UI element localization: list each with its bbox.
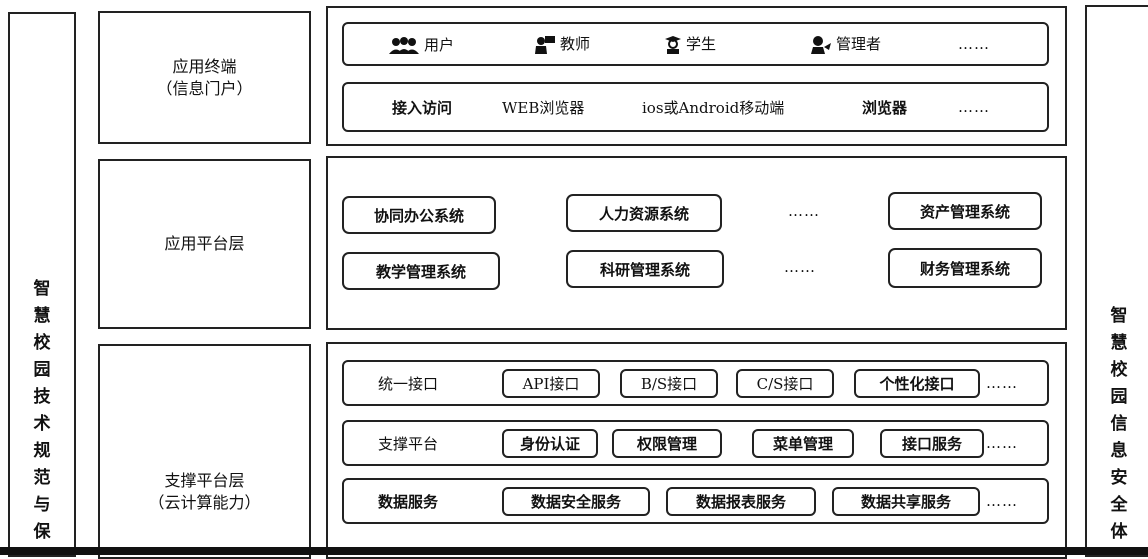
support-item: C/S接口 xyxy=(736,368,834,398)
support-item: 数据报表服务 xyxy=(666,486,816,516)
left-side-label-char: 保 xyxy=(33,522,51,542)
left-side-label-char: 规 xyxy=(33,441,51,461)
support-row: 数据服务 数据安全服务数据报表服务数据共享服务 …… xyxy=(342,478,1049,524)
system-box: 财务管理系统 xyxy=(888,248,1042,288)
right-side-label-char: 安 xyxy=(1110,468,1128,488)
system-box: 协同办公系统 xyxy=(342,196,496,234)
platform-layer-content: 协同办公系统 人力资源系统 …… 资产管理系统 教学管理系统 科研管理系统 ……… xyxy=(326,156,1067,330)
terminal-layer-title: 应用终端 xyxy=(172,56,237,76)
user-item-label: 教师 xyxy=(560,35,591,53)
terminal-layer-label-box: 应用终端 （信息门户） xyxy=(98,11,311,144)
support-item: 权限管理 xyxy=(612,428,722,458)
left-side-label-char: 范 xyxy=(33,468,51,488)
support-row-more: …… xyxy=(986,434,1018,452)
user-item-label: 用户 xyxy=(424,35,455,54)
left-side-label-char: 术 xyxy=(33,414,51,434)
support-row: 统一接口 API接口 B/S接口 C/S接口个性化接口 …… xyxy=(342,360,1049,406)
bottom-edge-bar xyxy=(0,547,1148,555)
platform-layer-title: 应用平台层 xyxy=(164,234,245,253)
right-side-label-char: 校 xyxy=(1110,360,1128,380)
left-side-label-char: 园 xyxy=(33,360,51,380)
right-side-label-char: 息 xyxy=(1110,441,1128,461)
support-row-more: …… xyxy=(986,374,1018,392)
system-box: 科研管理系统 xyxy=(566,250,724,288)
user-item-label: 学生 xyxy=(686,35,717,53)
left-side-label-char: 校 xyxy=(33,333,51,353)
systems-more: …… xyxy=(784,258,816,276)
user-item-admin: 管理者 xyxy=(810,33,881,55)
user-item-teacher: 教师 xyxy=(534,33,590,55)
right-side-label-char: 智 xyxy=(1110,306,1128,326)
left-side-label-char: 与 xyxy=(33,495,51,515)
terminal-layer-content: 用户 教师 学生 管理者 …… 接入访问 WEB浏览器 ios或Android移… xyxy=(326,6,1067,146)
access-more: …… xyxy=(958,98,990,116)
right-side-panel: 智慧校园信息安全体 xyxy=(1085,5,1148,557)
system-box: 资产管理系统 xyxy=(888,192,1042,230)
support-row-title: 数据服务 xyxy=(378,492,439,511)
users-icon xyxy=(389,36,419,54)
support-item: 接口服务 xyxy=(880,428,984,458)
support-layer-title: 支撑平台层 xyxy=(164,470,245,490)
access-row: 接入访问 WEB浏览器 ios或Android移动端 浏览器 …… xyxy=(342,82,1049,132)
access-web-browser: WEB浏览器 xyxy=(502,98,585,117)
platform-layer-label-box: 应用平台层 xyxy=(98,159,311,329)
support-row-title: 支撑平台 xyxy=(378,434,439,453)
admin-icon xyxy=(811,36,831,54)
support-item: B/S接口 xyxy=(620,368,718,398)
left-side-label-char: 智 xyxy=(33,279,51,299)
user-item-student: 学生 xyxy=(664,33,716,55)
support-row: 支撑平台 身份认证权限管理菜单管理接口服务…… xyxy=(342,420,1049,466)
support-layer-label-box: 支撑平台层 （云计算能力） xyxy=(98,344,311,559)
support-item: 个性化接口 xyxy=(854,368,980,398)
support-item: 菜单管理 xyxy=(752,428,854,458)
support-row-more: …… xyxy=(986,492,1018,510)
support-layer-subtitle: （云计算能力） xyxy=(148,492,261,512)
terminal-layer-subtitle: （信息门户） xyxy=(156,78,253,98)
teacher-icon xyxy=(535,36,555,54)
right-side-label-char: 信 xyxy=(1110,414,1128,434)
users-row: 用户 教师 学生 管理者 …… xyxy=(342,22,1049,66)
access-browser: 浏览器 xyxy=(862,98,908,117)
right-side-label: 智慧校园信息安全体 xyxy=(1087,303,1148,546)
user-item-users: 用户 xyxy=(388,34,454,55)
right-side-label-char: 园 xyxy=(1110,387,1128,407)
student-icon xyxy=(665,36,681,54)
support-item: 数据安全服务 xyxy=(502,486,650,516)
access-mobile: ios或Android移动端 xyxy=(642,98,785,117)
support-row-title: 统一接口 xyxy=(378,374,439,393)
left-side-label: 智慧校园技术规范与保 xyxy=(10,276,74,546)
left-side-label-char: 慧 xyxy=(33,306,51,326)
right-side-label-char: 全 xyxy=(1110,495,1128,515)
system-box: 教学管理系统 xyxy=(342,252,500,290)
support-item: 数据共享服务 xyxy=(832,486,980,516)
users-more: …… xyxy=(958,35,990,53)
system-box: 人力资源系统 xyxy=(566,194,722,232)
right-side-label-char: 慧 xyxy=(1110,333,1128,353)
left-side-label-char: 技 xyxy=(33,387,51,407)
user-item-label: 管理者 xyxy=(836,35,882,53)
access-title: 接入访问 xyxy=(392,98,453,117)
systems-more: …… xyxy=(788,202,820,220)
support-layer-content: 统一接口 API接口 B/S接口 C/S接口个性化接口 …… 支撑平台 身份认证权限管理菜单… xyxy=(326,342,1067,559)
support-item: 身份认证 xyxy=(502,428,598,458)
left-side-panel: 智慧校园技术规范与保 xyxy=(8,12,76,557)
right-side-label-char: 体 xyxy=(1110,522,1128,542)
support-item: API接口 xyxy=(502,368,600,398)
